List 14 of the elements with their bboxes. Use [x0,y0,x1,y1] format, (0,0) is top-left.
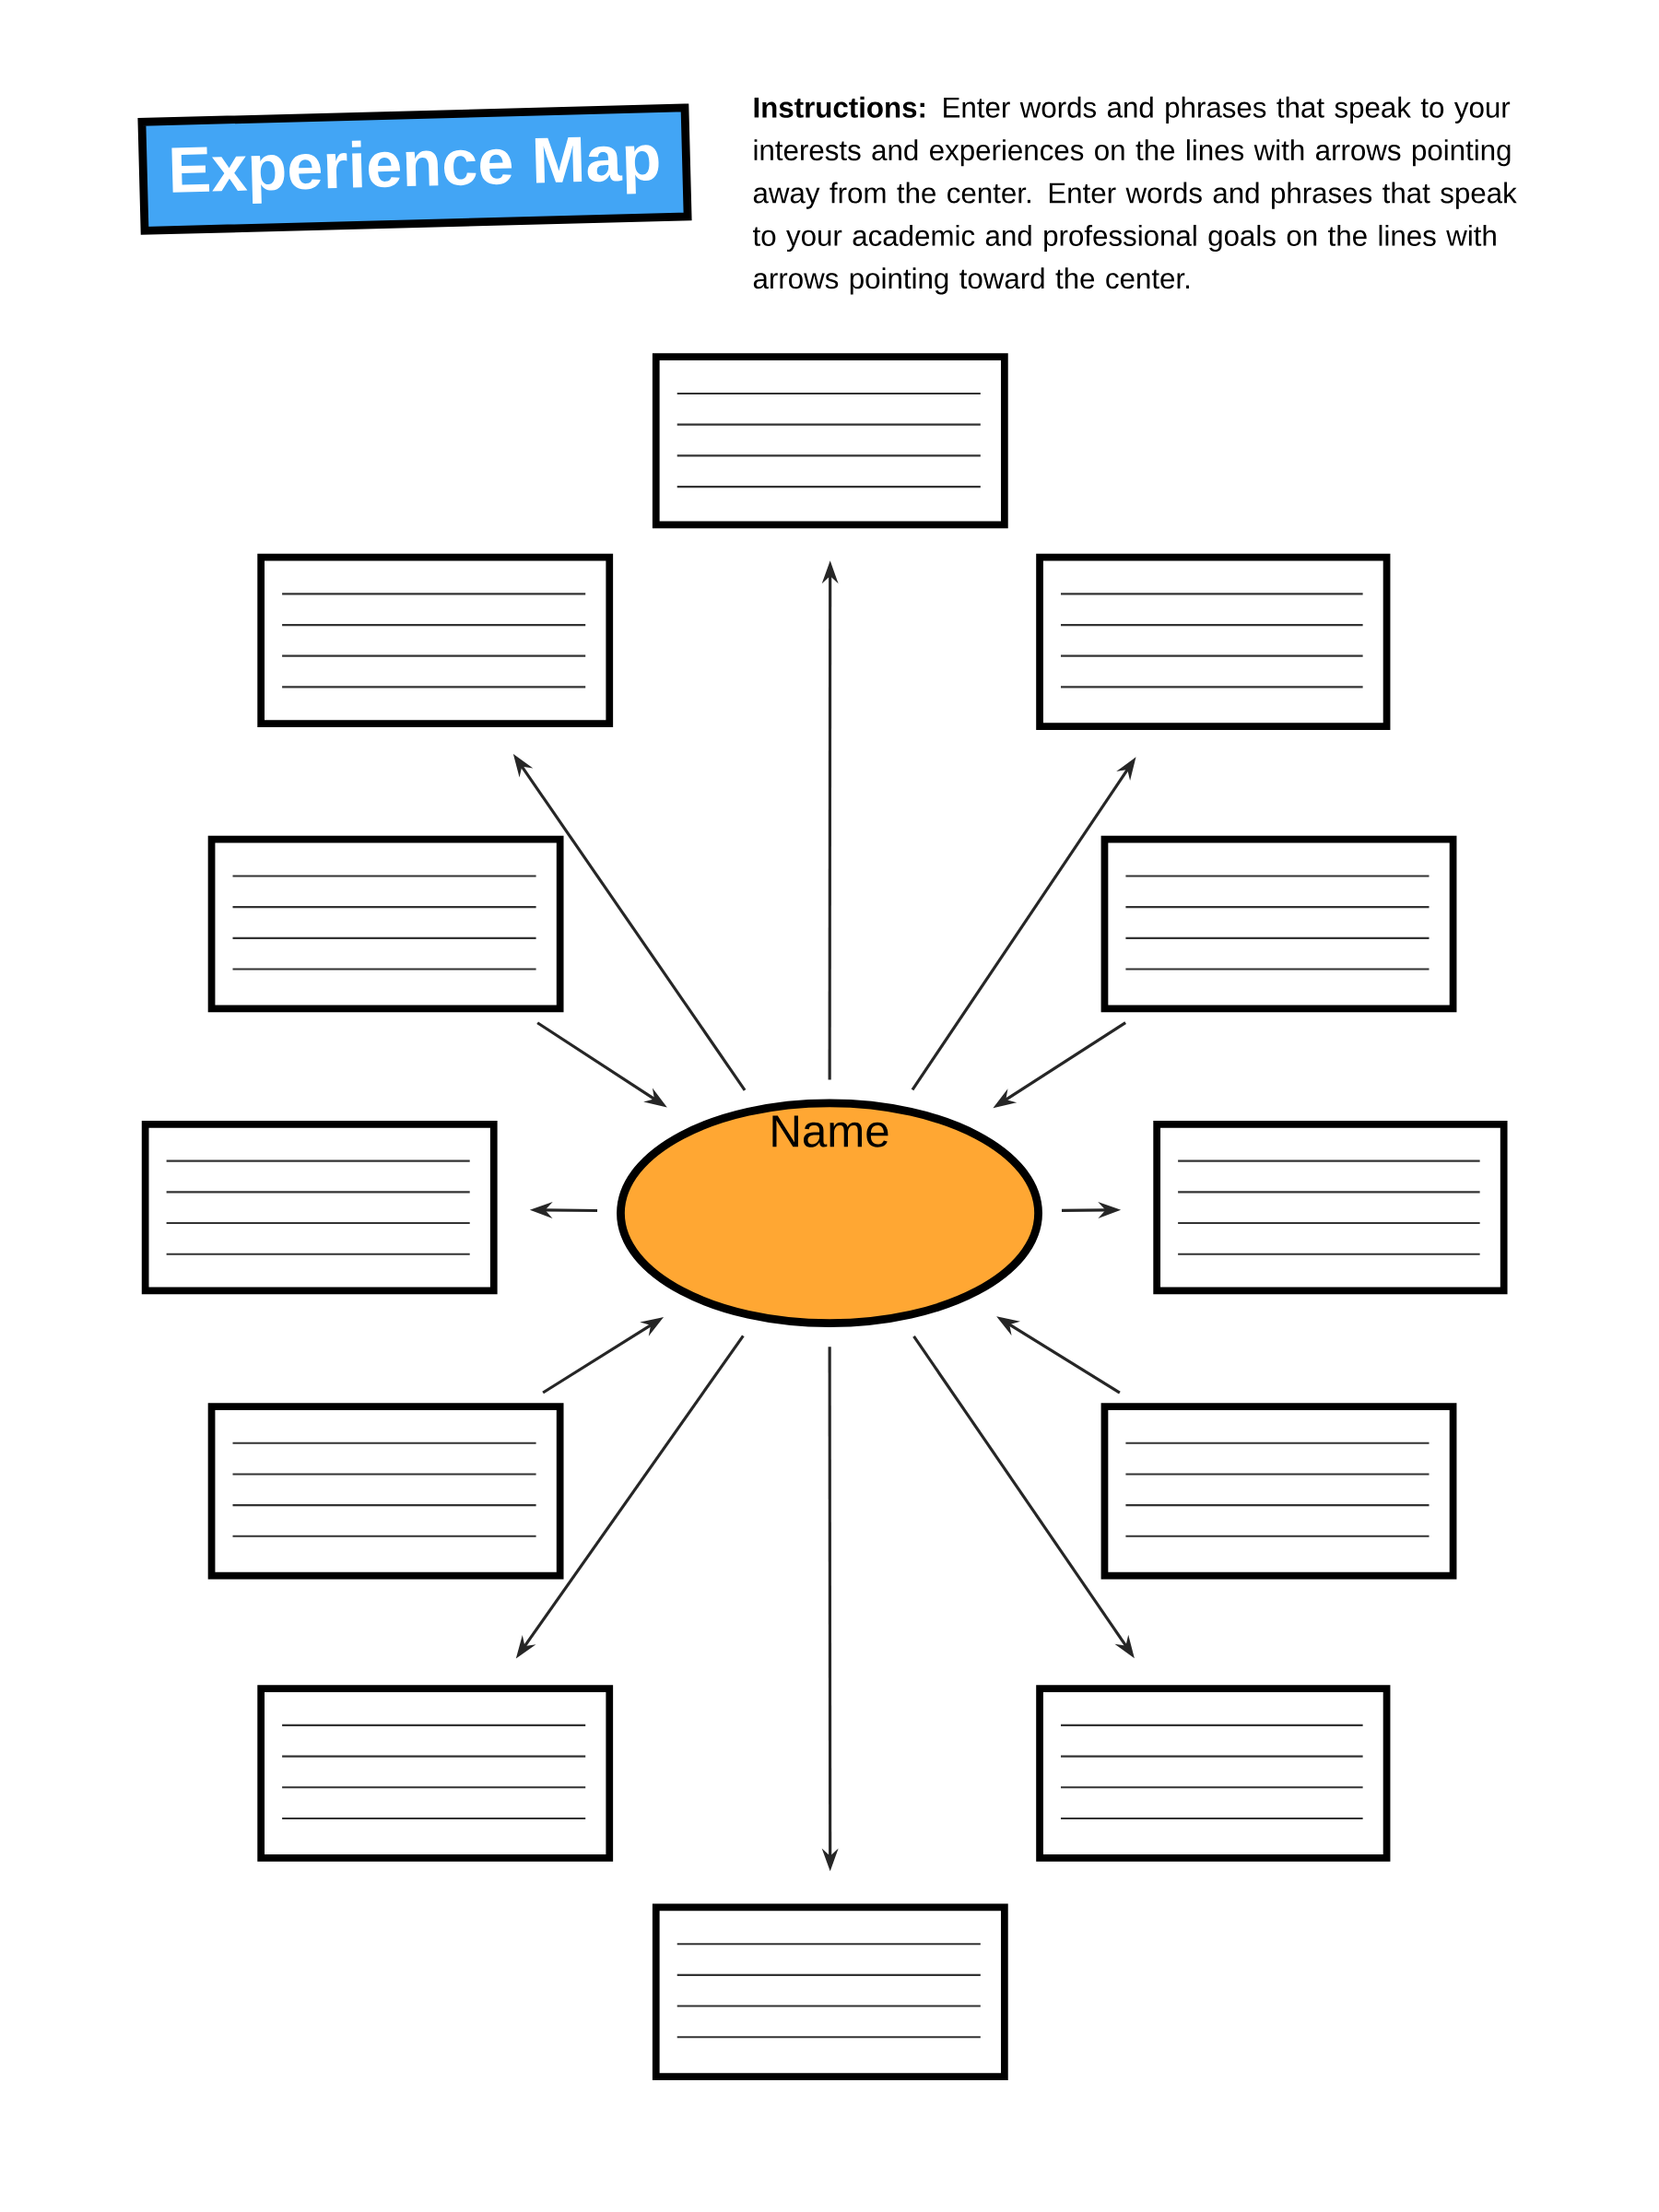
answer-box [1036,553,1391,731]
answer-box [652,353,1008,529]
answer-box [1100,1403,1457,1580]
answer-box [1153,1121,1508,1295]
instructions-text: Instructions: Enter words and phrases that speak to your interests and experiences on the lines with arrows pointing away from the center. Enter words and phrases that speak to your academic and professional goals on the lines with arrows pointing toward the center. [753,96,1517,295]
answer-box [207,1403,564,1580]
answer-box [1036,1685,1391,1862]
answer-box [257,553,614,728]
answer-box [257,1685,614,1862]
answer-box [141,1121,498,1295]
answer-box [1100,835,1457,1013]
title-banner: Experience Map [137,103,692,235]
answer-box [652,1903,1008,2080]
answer-box [207,835,564,1013]
